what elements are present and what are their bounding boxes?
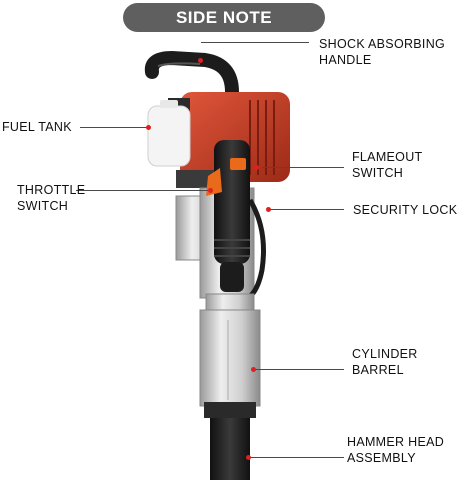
leader-line-handle <box>201 42 309 43</box>
leader-line-flameout <box>262 167 344 168</box>
label-shock-absorbing-handle: SHOCK ABSORBING HANDLE <box>319 37 446 67</box>
marker-dot-throttle <box>208 188 213 193</box>
label-flameout-switch: FLAMEOUT SWITCH <box>352 150 423 180</box>
label-throttle-switch: THROTTLE SWITCH <box>17 183 86 213</box>
marker-dot-fuel-tank <box>146 125 151 130</box>
marker-dot-cylinder <box>251 367 256 372</box>
marker-dot-handle <box>198 58 203 63</box>
label-hammer-head-assembly: HAMMER HEAD ASSEMBLY <box>347 435 445 465</box>
marker-dot-hammer-head <box>246 455 251 460</box>
leader-line-fuel-tank <box>80 127 148 128</box>
cylinder-barrel <box>199 293 261 407</box>
hammer-head-assembly <box>204 402 256 480</box>
leader-line-throttle <box>76 190 208 191</box>
grip-handle <box>214 140 250 292</box>
leader-line-hammer-head <box>250 457 344 458</box>
fuel-tank <box>147 100 191 167</box>
flameout-switch <box>230 158 246 170</box>
leader-line-cylinder <box>256 369 344 370</box>
side-note-title: SIDE NOTE <box>123 3 325 32</box>
marker-dot-security-lock <box>266 207 271 212</box>
label-fuel-tank: FUEL TANK <box>2 120 72 134</box>
label-cylinder-barrel: CYLINDER BARREL <box>352 347 418 377</box>
label-security-lock: SECURITY LOCK <box>353 203 458 217</box>
leader-line-security-lock <box>270 209 344 210</box>
marker-dot-flameout <box>254 165 259 170</box>
shock-absorbing-handle <box>144 50 239 157</box>
